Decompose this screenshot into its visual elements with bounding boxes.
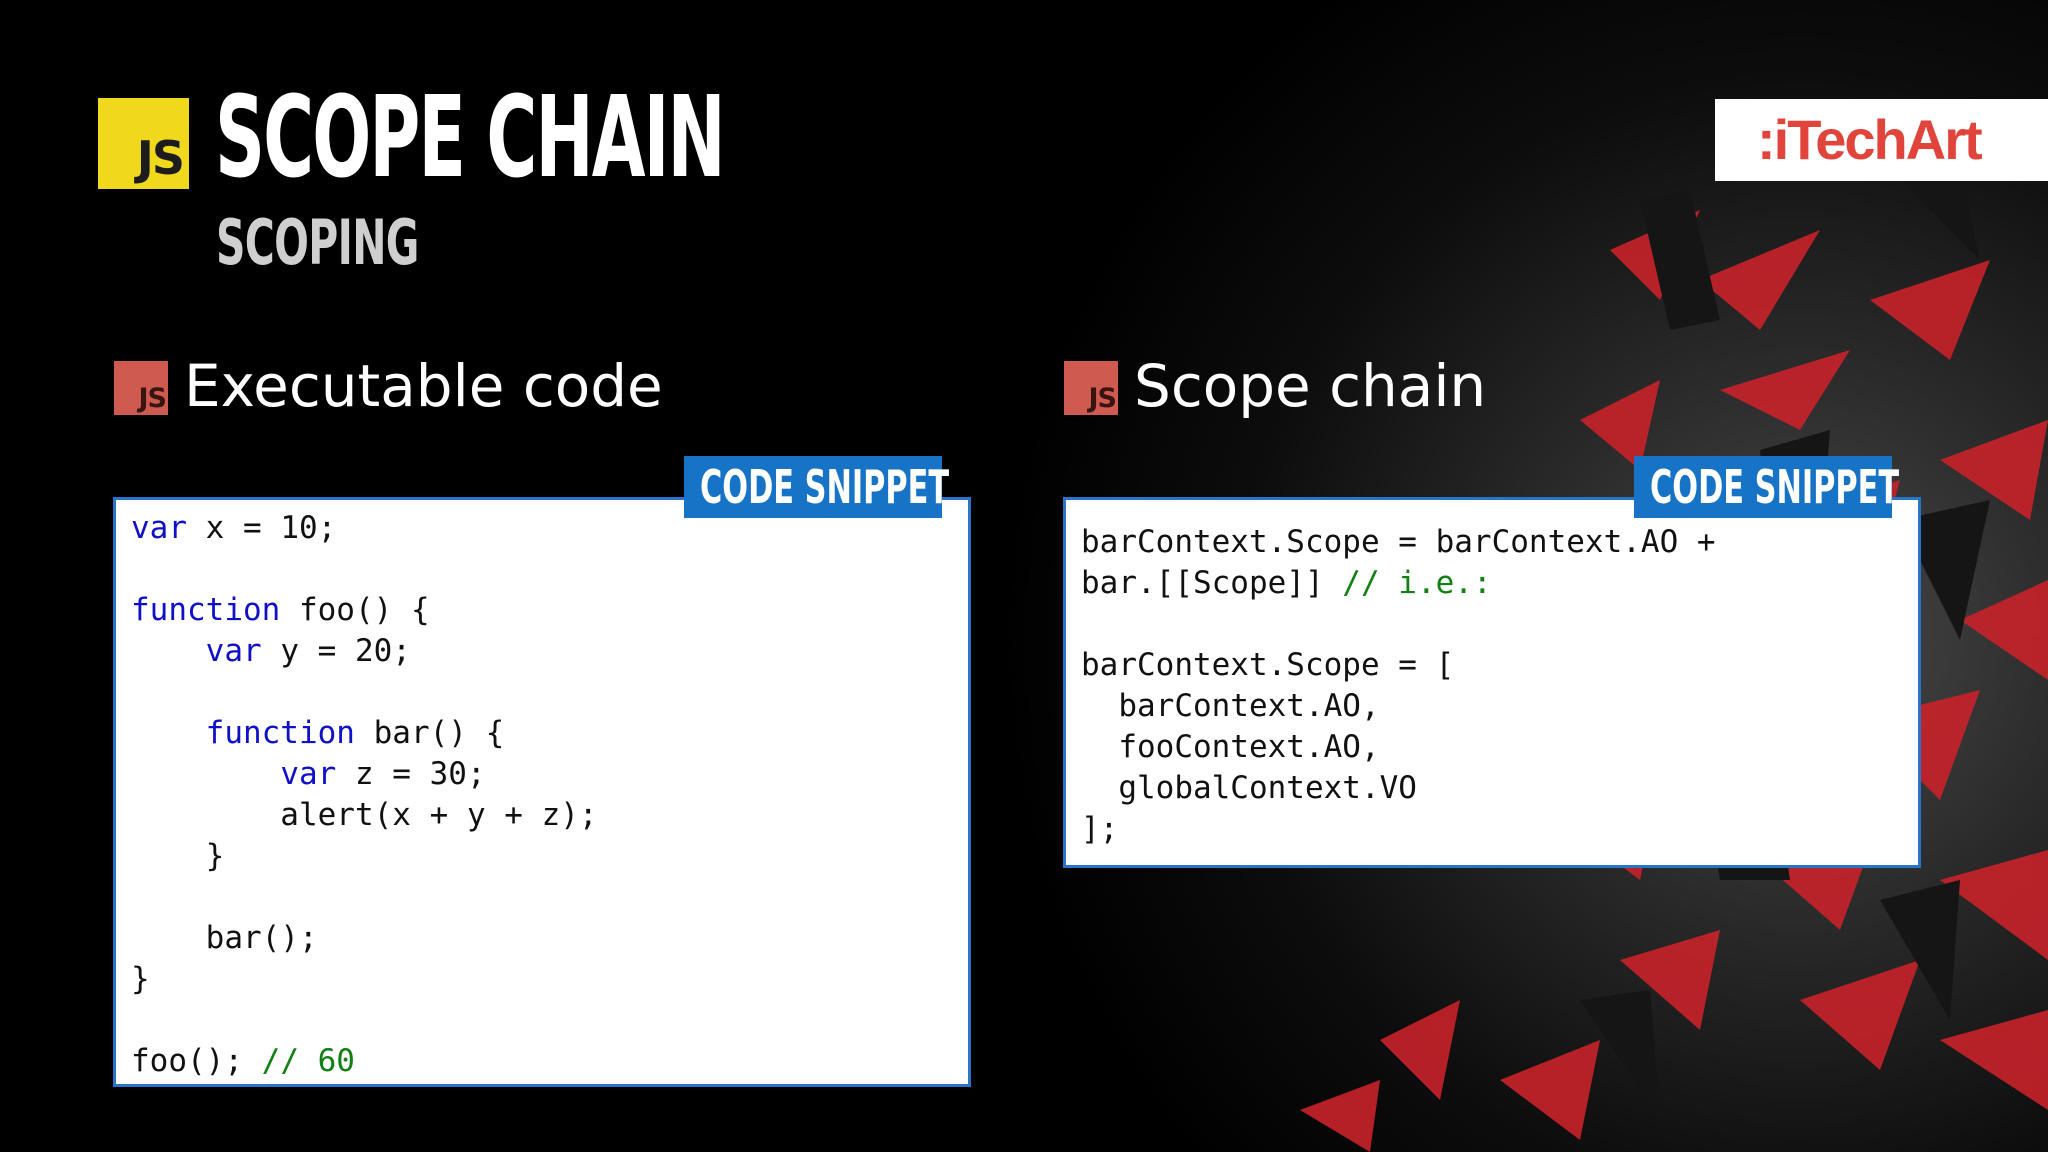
code-line: bar(); bbox=[131, 920, 318, 956]
code-text: barContext.AO, bbox=[1081, 688, 1380, 724]
code-keyword: function bbox=[131, 592, 281, 628]
code-keyword: function bbox=[205, 715, 355, 751]
code-line: fooContext.AO, bbox=[1081, 729, 1380, 765]
code-snippet-tag: CODE SNIPPET bbox=[1634, 456, 1899, 518]
js-logo-label: JS bbox=[136, 131, 185, 185]
code-text: foo(); bbox=[131, 1043, 262, 1079]
code-text: bar(); bbox=[131, 920, 318, 956]
code-snippet-label: CODE SNIPPET bbox=[1650, 460, 1900, 514]
code-comment: // i.e.: bbox=[1342, 565, 1492, 601]
code-line: alert(x + y + z); bbox=[131, 797, 598, 833]
brand-logo: :iTechArt bbox=[1715, 99, 2048, 181]
code-line: barContext.Scope = barContext.AO + bbox=[1081, 524, 1716, 560]
code-comment: // 60 bbox=[261, 1043, 355, 1079]
js-logo-icon: JS bbox=[1064, 361, 1118, 415]
section-heading-scope-chain: JS Scope chain bbox=[1064, 352, 1664, 422]
code-text: alert(x + y + z); bbox=[131, 797, 598, 833]
code-line: foo(); // 60 bbox=[131, 1043, 355, 1079]
code-text: foo() { bbox=[280, 592, 430, 628]
code-panel-executable: var x = 10; function foo() { var y = 20;… bbox=[113, 497, 971, 1087]
code-text bbox=[131, 633, 206, 669]
code-snippet-label: CODE SNIPPET bbox=[700, 460, 950, 514]
page-title: SCOPE CHAIN bbox=[215, 73, 726, 203]
code-line: var x = 10; bbox=[131, 510, 336, 546]
code-text: fooContext.AO, bbox=[1081, 729, 1380, 765]
code-text: z = 30; bbox=[336, 756, 486, 792]
js-logo-label: JS bbox=[1088, 383, 1117, 414]
code-line: barContext.AO, bbox=[1081, 688, 1380, 724]
code-line: ]; bbox=[1081, 811, 1118, 847]
section-title: Executable code bbox=[184, 352, 663, 420]
code-text: bar.[[Scope]] bbox=[1081, 565, 1343, 601]
code-text: } bbox=[131, 838, 225, 874]
code-text: barContext.Scope = barContext.AO + bbox=[1081, 524, 1716, 560]
code-keyword: var bbox=[280, 756, 337, 792]
page-subtitle: SCOPING bbox=[216, 206, 419, 279]
code-block: barContext.Scope = barContext.AO + bar.[… bbox=[1081, 522, 1716, 850]
code-line: } bbox=[131, 961, 150, 997]
code-snippet-tag: CODE SNIPPET bbox=[684, 456, 949, 518]
brand-name: :iTechArt bbox=[1757, 108, 1983, 171]
code-text: globalContext.VO bbox=[1081, 770, 1417, 806]
code-line: globalContext.VO bbox=[1081, 770, 1417, 806]
code-text: barContext.Scope = [ bbox=[1081, 647, 1455, 683]
code-keyword: var bbox=[131, 510, 187, 546]
code-line: function bar() { bbox=[131, 715, 505, 751]
code-keyword: var bbox=[205, 633, 262, 669]
code-line: var y = 20; bbox=[131, 633, 411, 669]
code-text: x = 10; bbox=[187, 510, 337, 546]
code-text: y = 20; bbox=[261, 633, 411, 669]
section-heading-executable-code: JS Executable code bbox=[114, 352, 714, 422]
code-text: ]; bbox=[1081, 811, 1119, 847]
code-line: bar.[[Scope]] // i.e.: bbox=[1081, 565, 1492, 601]
code-block: var x = 10; function foo() { var y = 20;… bbox=[131, 508, 598, 1082]
js-logo-icon: JS bbox=[114, 361, 168, 415]
code-text: } bbox=[131, 961, 150, 997]
code-text: bar() { bbox=[354, 715, 505, 751]
code-line: } bbox=[131, 838, 225, 874]
code-line: barContext.Scope = [ bbox=[1081, 647, 1454, 683]
code-line: function foo() { bbox=[131, 592, 430, 628]
code-panel-scope-chain: barContext.Scope = barContext.AO + bar.[… bbox=[1063, 497, 1921, 868]
js-logo-icon: JS bbox=[98, 98, 189, 189]
section-title: Scope chain bbox=[1134, 352, 1487, 420]
code-line: var z = 30; bbox=[131, 756, 486, 792]
code-text bbox=[131, 715, 206, 751]
code-text bbox=[131, 756, 280, 792]
js-logo-label: JS bbox=[138, 383, 167, 414]
